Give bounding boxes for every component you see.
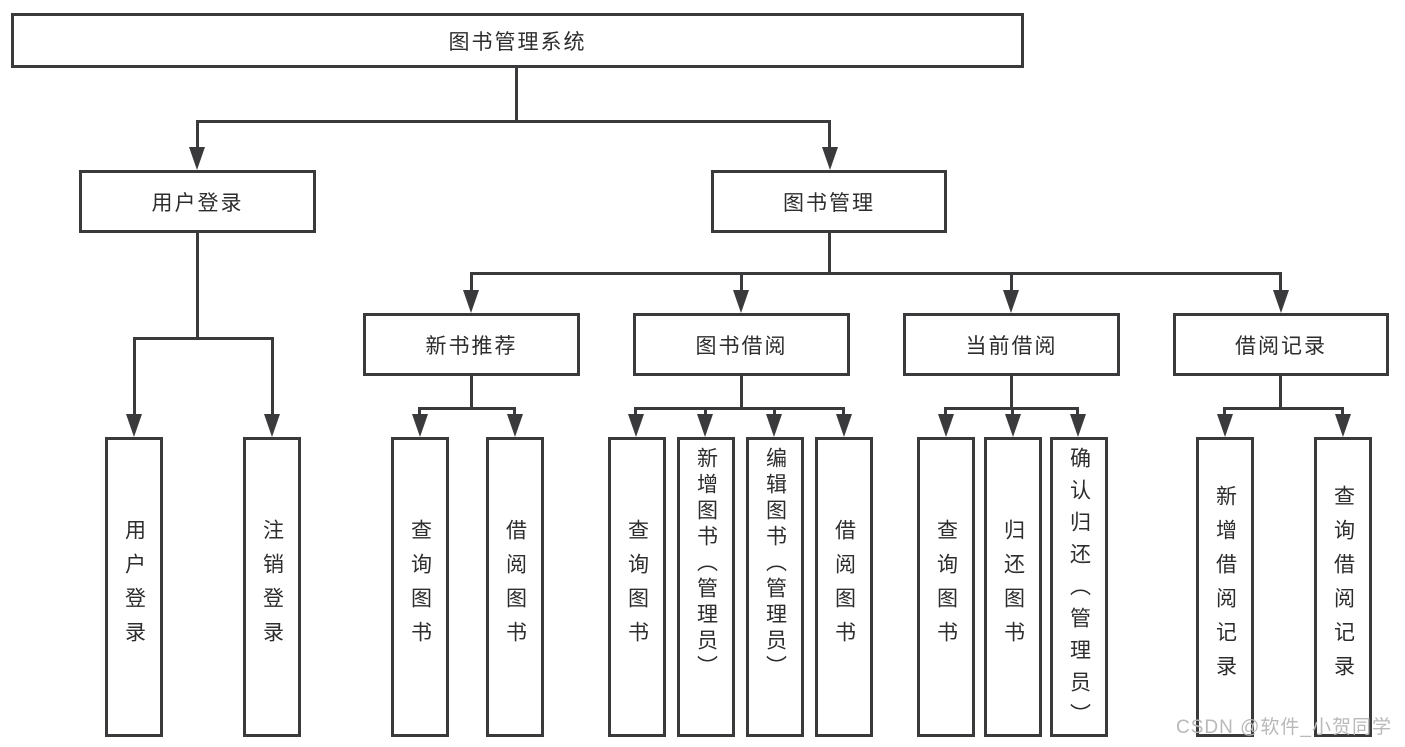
arrowhead-icon bbox=[189, 147, 205, 170]
connector-hline bbox=[634, 407, 845, 410]
connector-vline bbox=[196, 233, 199, 338]
leaf-query-books-current: 查询图书 bbox=[917, 437, 975, 737]
node-book-management: 图书管理 bbox=[711, 170, 947, 233]
connector-vline bbox=[944, 407, 947, 416]
arrowhead-icon bbox=[412, 414, 428, 437]
leaf-label: 查询图书 bbox=[408, 519, 432, 655]
node-new-book-recommend: 新书推荐 bbox=[363, 313, 580, 376]
arrowhead-icon bbox=[507, 414, 523, 437]
connector-vline bbox=[634, 407, 637, 416]
connector-vline bbox=[740, 272, 743, 292]
connector-hline bbox=[418, 407, 516, 410]
connector-vline bbox=[828, 233, 831, 274]
connector-vline bbox=[1341, 407, 1344, 416]
leaf-add-borrow-record: 新增借阅记录 bbox=[1196, 437, 1254, 737]
arrowhead-icon bbox=[1217, 414, 1233, 437]
connector-vline bbox=[513, 407, 516, 416]
connector-vline bbox=[418, 407, 421, 416]
connector-hline bbox=[133, 337, 274, 340]
leaf-label: 注销登录 bbox=[260, 519, 284, 655]
arrowhead-icon bbox=[766, 414, 782, 437]
connector-vline bbox=[773, 407, 776, 416]
leaf-label: 查询借阅记录 bbox=[1331, 485, 1355, 689]
arrowhead-icon bbox=[1003, 290, 1019, 313]
leaf-label: 借阅图书 bbox=[832, 519, 856, 655]
leaf-label: 借阅图书 bbox=[503, 519, 527, 655]
connector-vline bbox=[1279, 376, 1282, 409]
arrowhead-icon bbox=[628, 414, 644, 437]
connector-vline bbox=[828, 120, 831, 148]
connector-hline bbox=[196, 120, 831, 123]
arrowhead-icon bbox=[1005, 414, 1021, 437]
connector-vline bbox=[196, 120, 199, 148]
connector-vline bbox=[1223, 407, 1226, 416]
connector-vline bbox=[704, 407, 707, 416]
leaf-label: 查询图书 bbox=[934, 519, 958, 655]
connector-vline bbox=[842, 407, 845, 416]
leaf-label: 用户登录 bbox=[122, 519, 146, 655]
leaf-query-books-recommend: 查询图书 bbox=[391, 437, 449, 737]
leaf-add-books-admin: 新增图书（管理员） bbox=[677, 437, 735, 737]
connector-vline bbox=[470, 376, 473, 409]
connector-vline bbox=[740, 376, 743, 409]
connector-vline bbox=[1010, 272, 1013, 292]
arrowhead-icon bbox=[264, 414, 280, 437]
arrowhead-icon bbox=[733, 290, 749, 313]
arrowhead-icon bbox=[1070, 414, 1086, 437]
arrowhead-icon bbox=[697, 414, 713, 437]
leaf-return-books: 归还图书 bbox=[984, 437, 1042, 737]
leaf-label: 确认归还（管理员） bbox=[1067, 447, 1091, 735]
node-library-management-system: 图书管理系统 bbox=[11, 13, 1024, 68]
connector-vline bbox=[133, 337, 136, 415]
csdn-watermark: CSDN @软件_小贺同学 bbox=[1176, 717, 1392, 738]
node-book-borrowing: 图书借阅 bbox=[633, 313, 850, 376]
arrowhead-icon bbox=[126, 414, 142, 437]
connector-vline bbox=[1011, 407, 1014, 416]
leaf-label: 新增借阅记录 bbox=[1213, 485, 1237, 689]
connector-hline bbox=[470, 272, 1282, 275]
connector-vline bbox=[1010, 376, 1013, 409]
leaf-label: 归还图书 bbox=[1001, 519, 1025, 655]
leaf-query-books-borrowing: 查询图书 bbox=[608, 437, 666, 737]
arrowhead-icon bbox=[822, 147, 838, 170]
arrowhead-icon bbox=[1335, 414, 1351, 437]
arrowhead-icon bbox=[1273, 290, 1289, 313]
leaf-logout: 注销登录 bbox=[243, 437, 301, 737]
arrowhead-icon bbox=[463, 290, 479, 313]
node-current-borrowing: 当前借阅 bbox=[903, 313, 1120, 376]
connector-vline bbox=[515, 68, 518, 120]
leaf-borrow-books: 借阅图书 bbox=[815, 437, 873, 737]
leaf-confirm-return-admin: 确认归还（管理员） bbox=[1050, 437, 1108, 737]
leaf-user-login: 用户登录 bbox=[105, 437, 163, 737]
leaf-edit-books-admin: 编辑图书（管理员） bbox=[746, 437, 804, 737]
leaf-label: 查询图书 bbox=[625, 519, 649, 655]
connector-vline bbox=[1076, 407, 1079, 416]
connector-vline bbox=[1279, 272, 1282, 292]
node-user-login: 用户登录 bbox=[79, 170, 316, 233]
leaf-label: 新增图书（管理员） bbox=[694, 447, 718, 681]
connector-hline bbox=[1223, 407, 1344, 410]
leaf-query-borrow-record: 查询借阅记录 bbox=[1314, 437, 1372, 737]
arrowhead-icon bbox=[836, 414, 852, 437]
leaf-borrow-books-recommend: 借阅图书 bbox=[486, 437, 544, 737]
connector-vline bbox=[271, 337, 274, 415]
arrowhead-icon bbox=[938, 414, 954, 437]
leaf-label: 编辑图书（管理员） bbox=[763, 447, 787, 681]
node-borrowing-records: 借阅记录 bbox=[1173, 313, 1389, 376]
connector-vline bbox=[470, 272, 473, 292]
